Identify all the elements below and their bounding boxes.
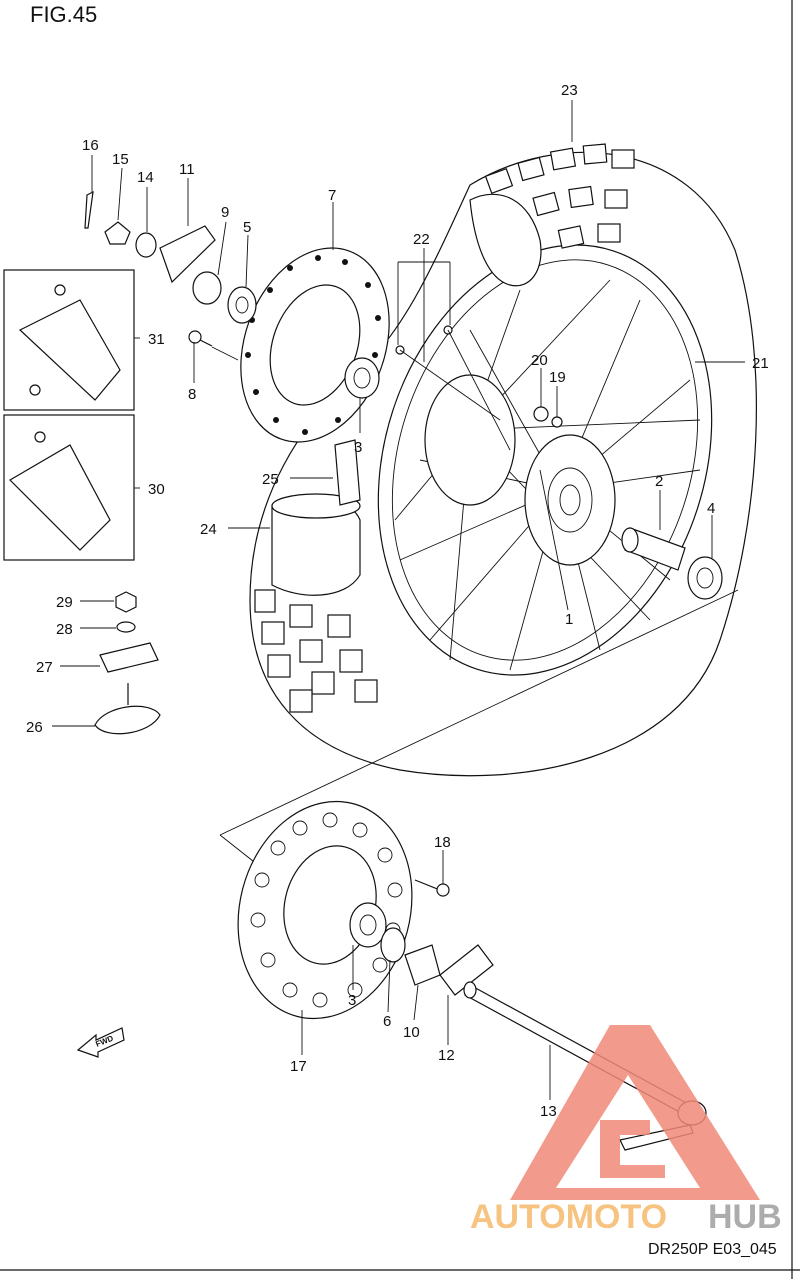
plane-line-b (219, 834, 259, 866)
callout-14: 14 (137, 169, 154, 186)
callout-3-lower: 3 (348, 992, 356, 1009)
plane-line-a (219, 589, 739, 836)
logo-triangle-icon (510, 1025, 760, 1200)
callout-7: 7 (328, 187, 336, 204)
callout-15: 15 (112, 151, 129, 168)
callout-11: 11 (179, 161, 195, 178)
watermark-logo: AUTOMOTO HUB (470, 1025, 782, 1236)
callout-4: 4 (707, 500, 715, 517)
callout-23: 23 (561, 82, 578, 99)
spacer-2 (621, 527, 686, 571)
callout-19: 19 (549, 369, 566, 386)
callout-28: 28 (56, 621, 73, 638)
callout-6: 6 (383, 1013, 391, 1030)
callout-17: 17 (290, 1058, 307, 1075)
callout-31: 31 (148, 331, 165, 348)
callout-24: 24 (200, 521, 217, 538)
callout-5: 5 (243, 219, 251, 236)
spoke-nipple-set (395, 325, 563, 451)
rear-wheel (249, 143, 757, 777)
callout-30: 30 (148, 481, 165, 498)
callout-3-upper: 3 (354, 439, 362, 456)
callout-9: 9 (221, 204, 229, 221)
logo-inner-shape-icon (600, 1120, 665, 1178)
bearing-4 (687, 556, 723, 600)
callout-8: 8 (188, 386, 196, 403)
callout-16: 16 (82, 137, 99, 154)
sprocket (237, 800, 413, 1020)
callout-2: 2 (655, 473, 663, 490)
callout-13: 13 (540, 1103, 557, 1120)
callout-21: 21 (752, 355, 769, 372)
callout-20: 20 (531, 352, 548, 369)
figure-title: FIG.45 (30, 2, 97, 27)
fwd-arrow: FWD (76, 1027, 125, 1058)
callout-12: 12 (438, 1047, 455, 1064)
leader-lines (52, 100, 745, 1100)
callout-26: 26 (26, 719, 43, 736)
callout-10: 10 (403, 1024, 420, 1041)
watermark-brand-part1: AUTOMOTO (470, 1198, 667, 1236)
inner-tube (469, 193, 542, 287)
callout-29: 29 (56, 594, 73, 611)
watermark-brand-part2: HUB (708, 1198, 782, 1236)
callout-27: 27 (36, 659, 53, 676)
lower-bearing-set (349, 902, 494, 996)
callout-25: 25 (262, 471, 279, 488)
bearing-upper (344, 357, 380, 399)
bolt-8 (188, 330, 213, 347)
callout-labels: 1 2 3 3 4 5 6 7 8 9 10 11 12 13 14 15 16… (26, 82, 769, 1120)
bolt-18 (414, 879, 450, 897)
valve (334, 439, 361, 506)
box-31 (3, 269, 135, 411)
left-small-parts (84, 190, 257, 324)
box-30 (3, 414, 135, 561)
rim-lock-parts (94, 591, 161, 735)
callout-22: 22 (413, 231, 430, 248)
figure-code: DR250P E03_045 (648, 1241, 777, 1258)
callout-18: 18 (434, 834, 451, 851)
callout-1: 1 (565, 611, 573, 628)
